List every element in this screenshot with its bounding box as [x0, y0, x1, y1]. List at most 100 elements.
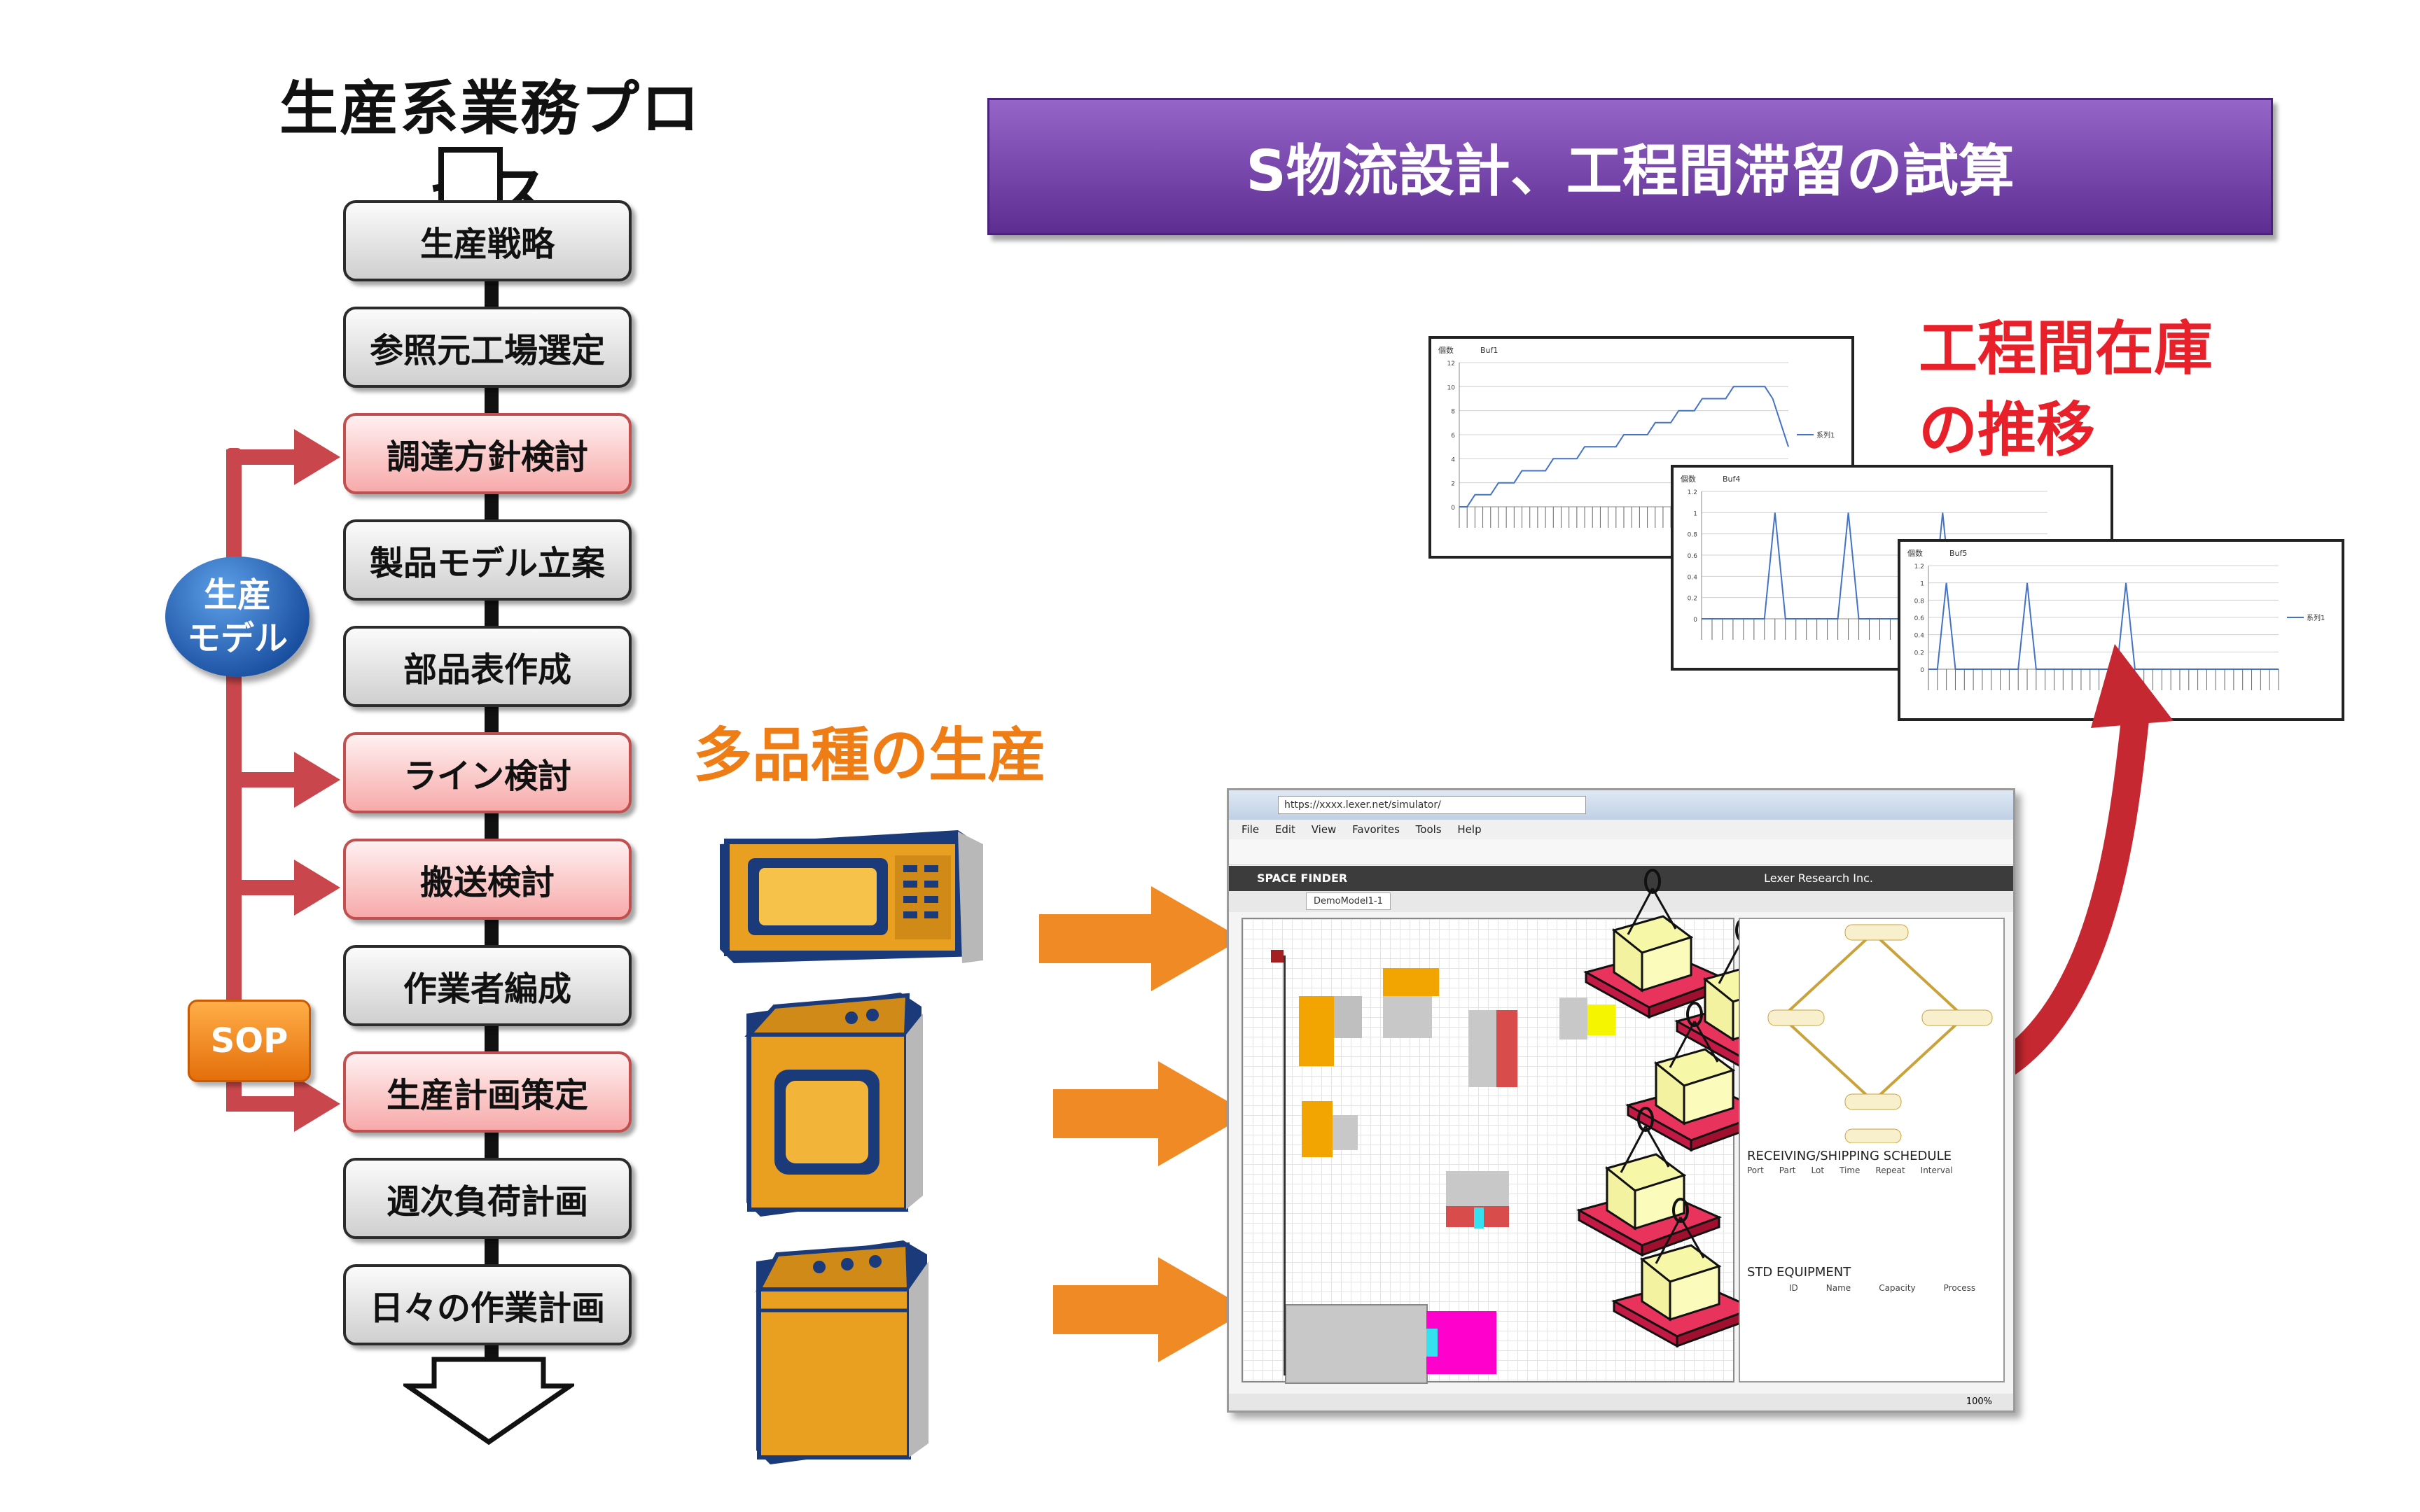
machine-block	[1333, 1115, 1358, 1150]
branch-to-line	[226, 772, 296, 788]
y-tick-label: 10	[1447, 384, 1456, 391]
chart-ylabel: 個数	[1438, 346, 1454, 355]
col-part: Part	[1779, 1166, 1796, 1175]
browser-statusbar: 100%	[1229, 1394, 2013, 1410]
flow-step: ライン検討	[343, 732, 632, 813]
y-tick-label: 2	[1451, 481, 1455, 488]
products-caption: 多品種の生産	[693, 721, 1047, 790]
y-tick-label: 0	[1693, 617, 1697, 624]
col-interval: Interval	[1920, 1166, 1953, 1175]
machine-block	[1334, 996, 1362, 1038]
branch-to-transport	[226, 880, 296, 895]
schedule-title: RECEIVING/SHIPPING SCHEDULE	[1747, 1149, 1952, 1163]
col-time: Time	[1840, 1166, 1861, 1175]
machine-block	[1299, 996, 1334, 1066]
conveyor-line	[1284, 955, 1300, 1376]
y-tick-label: 6	[1451, 433, 1455, 440]
machine-block	[1468, 1010, 1496, 1087]
side-panel	[1739, 918, 2005, 1382]
y-tick-label: 0	[1451, 505, 1455, 512]
legend-label: 系列1	[1816, 430, 1835, 440]
equipment-columns: ID Name Capacity Process	[1789, 1283, 1999, 1293]
equipment-title: STD EQUIPMENT	[1747, 1265, 1851, 1280]
sensor-block	[1426, 1329, 1438, 1357]
process-flowchart	[1767, 924, 1993, 1144]
col-repeat: Repeat	[1875, 1166, 1905, 1175]
machine-block	[1587, 1004, 1615, 1035]
chart-ylabel: 個数	[1681, 475, 1696, 484]
app-header: SPACE FINDER Lexer Research Inc.	[1229, 866, 2013, 891]
bubble-line1: 生産	[203, 575, 271, 615]
y-tick-label: 0.8	[1914, 598, 1925, 605]
y-tick-label: 0.6	[1688, 553, 1698, 560]
col-port: Port	[1747, 1166, 1764, 1175]
menu-tools[interactable]: Tools	[1415, 823, 1442, 836]
y-tick-label: 0.8	[1688, 532, 1698, 539]
y-tick-label: 8	[1451, 409, 1455, 416]
hoist-pallets-overlay	[1576, 869, 1821, 1348]
simulator-window: https://xxxx.lexer.net/simulator/ File E…	[1227, 788, 2015, 1413]
browser-toolbar	[1229, 839, 2013, 865]
flow-step: 搬送検討	[343, 839, 632, 920]
bubble-line2: モデル	[186, 619, 288, 658]
machine-block	[1446, 1171, 1509, 1206]
zoom-level: 100%	[1966, 1396, 1992, 1407]
inventory-caption-line2: の推移	[1919, 396, 2096, 464]
flow-step: 作業者編成	[343, 945, 632, 1026]
flow-step: 製品モデル立案	[343, 519, 632, 601]
inventory-caption-line1: 工程間在庫	[1919, 314, 2213, 383]
menu-view[interactable]: View	[1311, 823, 1337, 836]
flow-step: 参照元工場選定	[343, 307, 632, 388]
machine-block	[1496, 1010, 1517, 1087]
chart-title: Buf5	[1949, 549, 1967, 558]
hoisted-pallet	[1576, 1107, 1723, 1257]
menu-file[interactable]: File	[1242, 823, 1260, 836]
hoisted-pallet	[1611, 1198, 1758, 1348]
col-lot: Lot	[1811, 1166, 1825, 1175]
machine-block	[1302, 1101, 1333, 1157]
flow-step: 調達方針検討	[343, 413, 632, 494]
col-id: ID	[1789, 1283, 1798, 1293]
product-arrow-2	[1053, 1061, 1249, 1166]
machine-block	[1559, 997, 1587, 1040]
inventory-caption: 工程間在庫 の推移	[1919, 308, 2269, 470]
chart-ylabel: 個数	[1907, 549, 1923, 558]
tab-demomodel[interactable]: DemoModel1-1	[1306, 892, 1391, 910]
y-tick-label: 1	[1920, 581, 1924, 588]
microwave-icon	[720, 830, 983, 963]
y-tick-label: 1	[1693, 510, 1697, 517]
y-tick-label: 12	[1447, 360, 1455, 368]
series-line	[1928, 582, 2279, 670]
browser-titlebar: https://xxxx.lexer.net/simulator/	[1229, 790, 2013, 820]
sop-badge: SOP	[188, 1000, 311, 1082]
product-arrow-1	[1039, 886, 1242, 991]
legend-label: 系列1	[2307, 613, 2325, 622]
washing-machine-icon	[756, 1240, 929, 1464]
company-name: Lexer Research Inc.	[1764, 872, 1873, 885]
product-arrow-3	[1053, 1257, 1249, 1362]
y-tick-label: 0	[1920, 667, 1924, 674]
machine-block	[1426, 1311, 1496, 1374]
source-marker	[1271, 950, 1284, 962]
chart-title: Buf1	[1480, 346, 1498, 355]
flow-step: 部品表作成	[343, 626, 632, 707]
address-bar[interactable]: https://xxxx.lexer.net/simulator/	[1278, 796, 1586, 814]
flow-step: 週次負荷計画	[343, 1158, 632, 1239]
menu-favorites[interactable]: Favorites	[1352, 823, 1400, 836]
flow-end-arrow	[403, 1357, 574, 1446]
branch-to-procurement	[226, 449, 296, 465]
dryer-icon	[744, 993, 923, 1217]
sensor-block	[1474, 1208, 1484, 1228]
y-tick-label: 1.2	[1914, 564, 1924, 570]
flow-step: 生産戦略	[343, 200, 632, 281]
y-tick-label: 0.2	[1914, 650, 1924, 657]
menu-help[interactable]: Help	[1457, 823, 1482, 836]
y-tick-label: 0.6	[1914, 615, 1925, 622]
menu-edit[interactable]: Edit	[1274, 823, 1295, 836]
app-name: SPACE FINDER	[1257, 872, 1348, 885]
machine-block	[1383, 996, 1432, 1038]
y-tick-label: 0.2	[1688, 596, 1697, 603]
branch-to-production-plan	[226, 1096, 296, 1112]
series-line	[1459, 386, 1789, 507]
